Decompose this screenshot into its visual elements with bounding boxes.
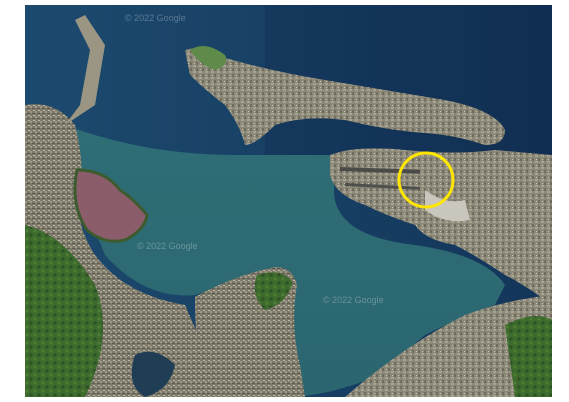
southeast-port — [345, 295, 552, 397]
north-peninsula — [185, 48, 505, 146]
lagoon — [73, 168, 149, 243]
small-pond — [131, 351, 175, 397]
terminal — [425, 190, 470, 222]
bay-water — [65, 125, 505, 397]
highlight-circle — [397, 151, 455, 209]
west-vegetation — [25, 225, 103, 397]
satellite-map[interactable]: © 2022 Google © 2022 Google © 2022 Googl… — [25, 5, 552, 397]
satellite-image — [25, 5, 552, 397]
